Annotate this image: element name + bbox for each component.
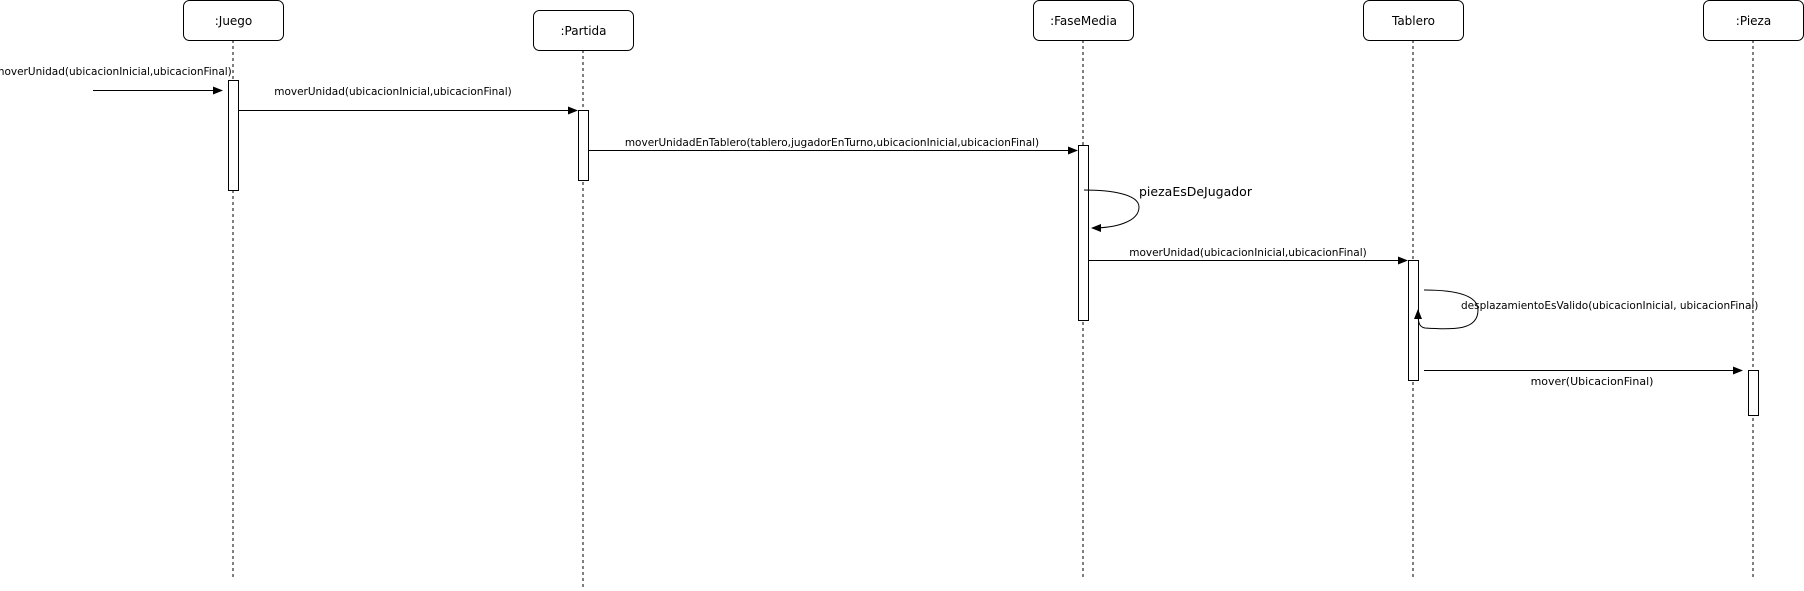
participant-label: :Pieza	[1736, 14, 1771, 28]
message-label: mover(UbicacionFinal)	[1531, 375, 1654, 388]
activation-partida	[578, 110, 589, 181]
participant-pieza: :Pieza	[1703, 0, 1804, 41]
participant-partida: :Partida	[533, 10, 634, 51]
activation-pieza	[1748, 370, 1759, 416]
message-label: moverUnidadEnTablero(tablero,jugadorEnTu…	[625, 137, 1039, 149]
message-label: moverUnidad(ubicacionInicial,ubicacionFi…	[1129, 247, 1367, 259]
participant-label: Tablero	[1391, 14, 1435, 28]
message-label: piezaEsDeJugador	[1139, 184, 1253, 199]
message-label: desplazamientoEsValido(ubicacionInicial,…	[1461, 300, 1758, 312]
activation-fasemedia	[1078, 145, 1089, 321]
activation-tablero	[1408, 260, 1419, 381]
message-fasemedia-to-tablero: moverUnidad(ubicacionInicial,ubicacionFi…	[1088, 247, 1408, 265]
participant-tablero: Tablero	[1363, 0, 1464, 41]
message-tablero-self: desplazamientoEsValido(ubicacionInicial,…	[1414, 289, 1758, 330]
participant-label: :FaseMedia	[1050, 14, 1117, 28]
message-label: moverUnidad(ubicacionInicial,ubicacionFi…	[274, 86, 512, 98]
message-tablero-to-pieza: mover(UbicacionFinal)	[1424, 366, 1743, 388]
message-found: moverUnidad(ubicacionInicial,ubicacionFi…	[0, 66, 232, 95]
message-juego-to-partida: moverUnidad(ubicacionInicial,ubicacionFi…	[238, 86, 578, 115]
message-fasemedia-self: piezaEsDeJugador	[1083, 184, 1253, 232]
message-partida-to-fasemedia: moverUnidadEnTablero(tablero,jugadorEnTu…	[588, 137, 1078, 155]
participant-label: :Juego	[215, 14, 253, 28]
message-label: moverUnidad(ubicacionInicial,ubicacionFi…	[0, 66, 232, 78]
participant-fasemedia: :FaseMedia	[1033, 0, 1134, 41]
activation-juego	[228, 80, 239, 191]
participant-juego: :Juego	[183, 0, 284, 41]
participant-label: :Partida	[560, 24, 606, 38]
